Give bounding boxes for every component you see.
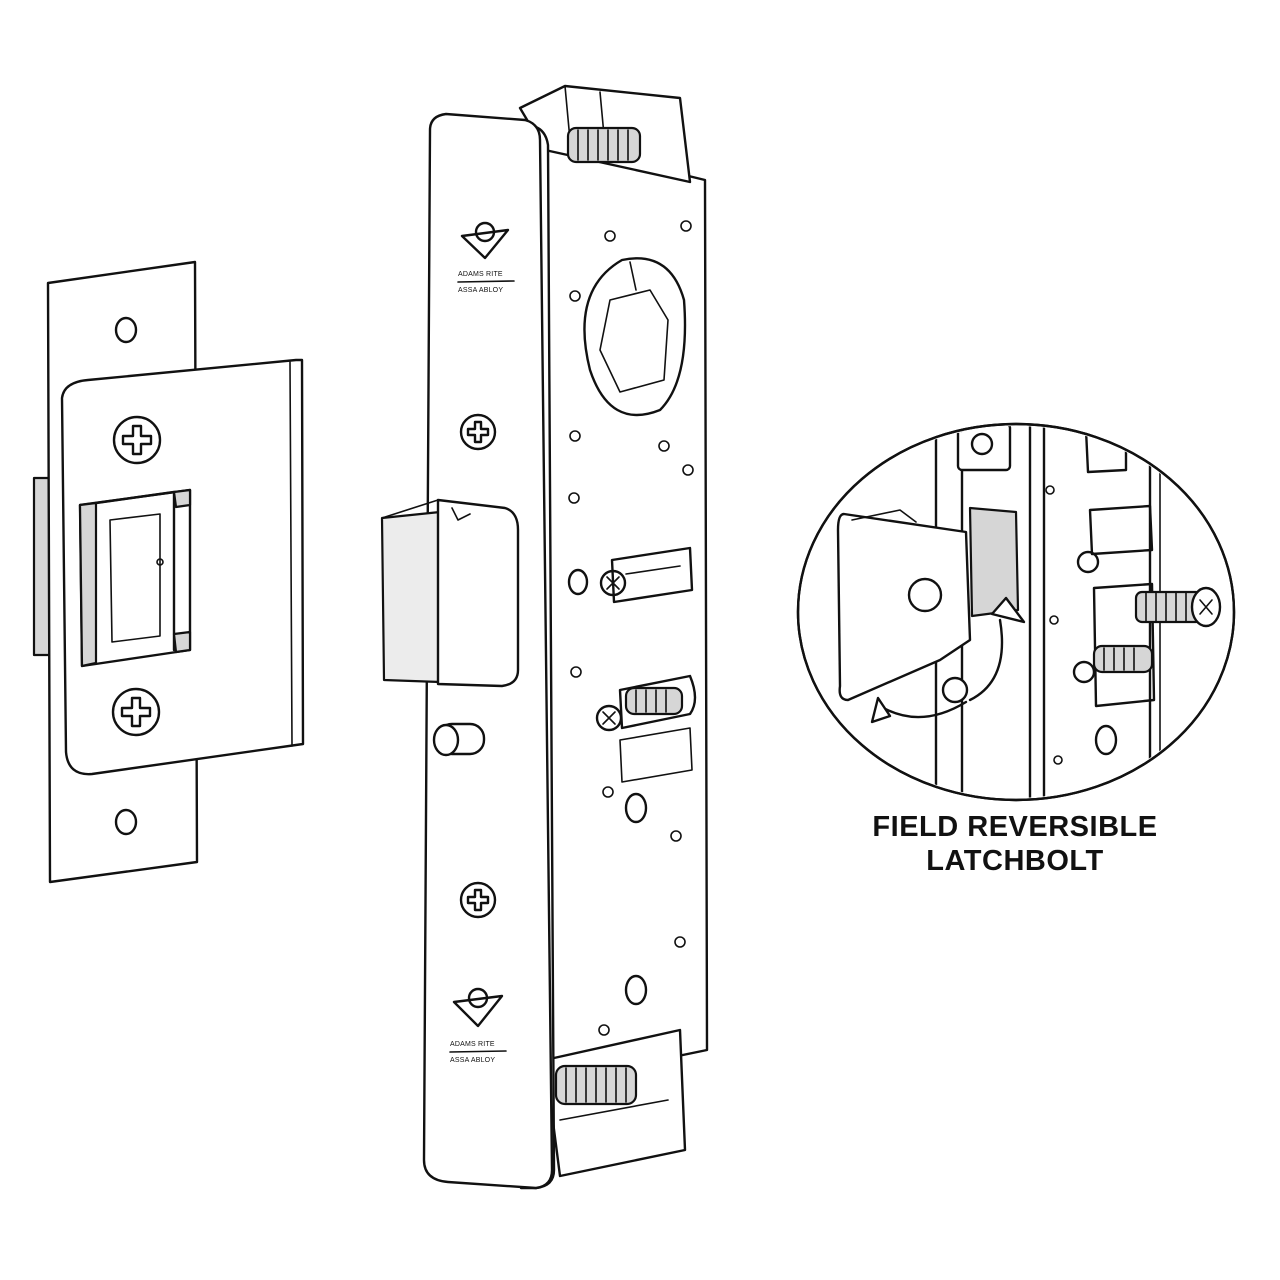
strike-mount-hole-bottom [114,808,138,836]
brand-group-bottom: ASSA ABLOY [450,1057,495,1064]
latchbolt-callout [796,422,1236,802]
caption-line-2: LATCHBOLT [926,845,1104,877]
mid-spring [618,674,697,730]
bottom-spring [554,1064,638,1106]
faceplate-screw-bottom [459,881,497,919]
brand-logo-top: ADAMS RITE ASSA ABLOY [457,221,515,294]
upper-slot [610,546,694,604]
brand-group-top: ASSA ABLOY [458,287,503,294]
strike-pocket [78,488,192,668]
cylinder-cutout [583,257,687,417]
slot-screw-mid [595,704,623,732]
faceplate-screw-top [459,413,497,451]
mortise-lock-body: ADAMS RITE ASSA ABLOY ADAMS RITE ASSA AB… [380,84,709,1190]
top-spring [566,126,642,164]
slot-screw-upper [599,569,627,597]
brand-name-top: ADAMS RITE [458,271,503,278]
brand-name-bottom: ADAMS RITE [450,1041,495,1048]
rotation-arrow-up [968,618,1004,702]
callout-caption: FIELD REVERSIBLE LATCHBOLT [830,810,1200,878]
brand-logo-bottom: ADAMS RITE ASSA ABLOY [449,987,507,1064]
rotation-arrow-down [878,700,968,719]
reversible-latch-piece [836,509,972,704]
callout-screw [1134,586,1222,628]
side-holes [567,220,694,1036]
caption-line-1: FIELD REVERSIBLE [872,811,1158,843]
latchbolt [380,498,520,688]
strike-screw-bottom [111,687,161,737]
strike-mount-hole-top [114,316,138,344]
strike-screw-top [112,415,162,465]
strike-plate [32,260,305,884]
auxiliary-trigger [432,722,486,757]
